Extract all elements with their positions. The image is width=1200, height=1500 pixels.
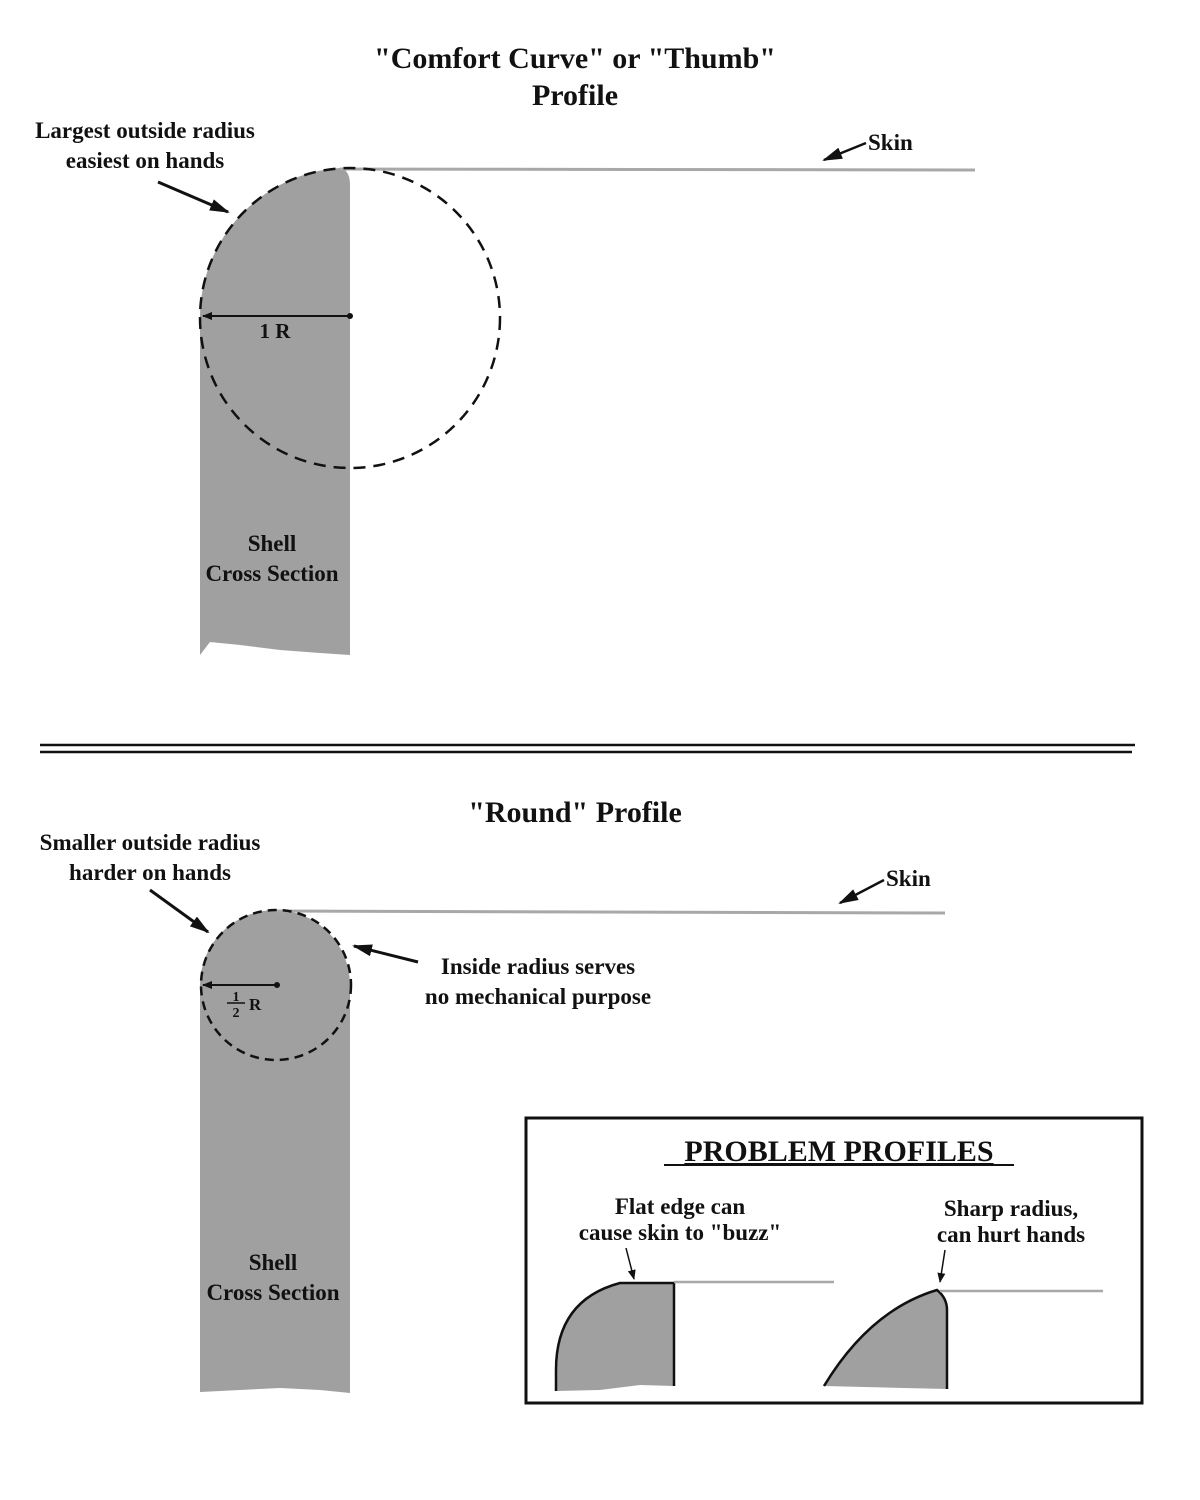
top-radius-label: 1 R (260, 319, 292, 343)
bottom-annotation-line2: harder on hands (69, 860, 231, 885)
top-title-line1: "Comfort Curve" or "Thumb" (374, 42, 776, 75)
bottom-annotation-line1: Smaller outside radius (40, 830, 261, 855)
sharp-radius-line2: can hurt hands (937, 1222, 1085, 1247)
top-skin-arrow (822, 141, 867, 162)
flat-edge-profile (556, 1283, 674, 1391)
bottom-shell-cross-section (200, 910, 350, 1393)
inside-radius-line2: no mechanical purpose (425, 984, 651, 1009)
top-skin-label: Skin (868, 130, 913, 155)
bottom-radius-circle (199, 908, 353, 1062)
sharp-radius-profile (824, 1290, 947, 1389)
inside-radius-line1: Inside radius serves (441, 954, 635, 979)
flat-edge-line2: cause skin to "buzz" (579, 1220, 782, 1245)
top-annotation-arrow (157, 180, 230, 214)
top-shell-cross-section (199, 168, 350, 655)
flat-edge-line1: Flat edge can (615, 1194, 746, 1219)
bottom-title: "Round" Profile (468, 796, 682, 829)
top-shell-label-line2: Cross Section (205, 561, 338, 586)
top-annotation-line1: Largest outside radius (35, 118, 255, 143)
top-annotation-line2: easiest on hands (66, 148, 225, 173)
bottom-skin-line (275, 909, 946, 915)
top-skin-line (339, 167, 976, 172)
bottom-annotation-arrow (149, 888, 210, 934)
problem-profiles-box: PROBLEM PROFILES Flat edge can cause ski… (524, 1116, 1144, 1405)
bottom-radius-numerator: 1 (233, 990, 240, 1005)
top-center-dot (347, 313, 353, 319)
bottom-center-dot (274, 982, 280, 988)
bottom-shell-label-line1: Shell (249, 1250, 298, 1275)
bottom-radius-unit: R (249, 995, 262, 1014)
bottom-radius-denominator: 2 (233, 1006, 240, 1021)
top-shell-label-line1: Shell (248, 531, 297, 556)
inside-radius-arrow (352, 944, 419, 964)
problem-box-title: PROBLEM PROFILES (684, 1135, 993, 1168)
top-radius-circle (198, 166, 502, 470)
flat-edge-arrow (625, 1247, 636, 1280)
bottom-shell-label-line2: Cross Section (206, 1280, 339, 1305)
bottom-skin-arrow (838, 878, 885, 905)
flat-edge-outline (554, 1281, 676, 1391)
bottom-skin-label: Skin (886, 866, 931, 891)
sharp-radius-line1: Sharp radius, (944, 1196, 1078, 1221)
sharp-radius-outline (822, 1288, 949, 1389)
top-title-line2: Profile (532, 79, 618, 112)
sharp-radius-arrow (937, 1249, 946, 1283)
